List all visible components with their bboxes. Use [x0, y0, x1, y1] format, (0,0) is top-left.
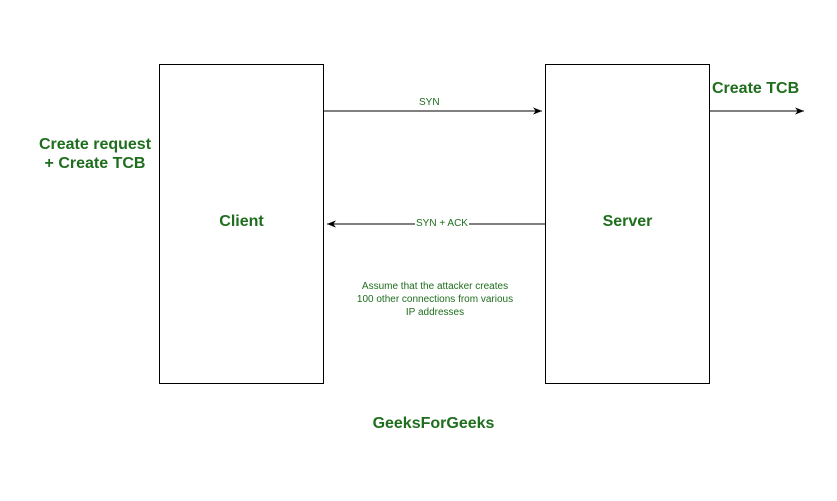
client-node: Client: [159, 64, 324, 384]
create-tcb-client-text: + Create TCB: [44, 155, 146, 172]
server-label: Server: [602, 213, 653, 230]
note-line-2: 100 other connections from various: [356, 294, 514, 305]
attacker-note: Assume that the attacker creates 100 oth…: [330, 280, 540, 319]
server-side-annotation: Create TCB: [712, 80, 800, 97]
client-side-annotation: Create request + Create TCB: [30, 135, 160, 173]
client-label: Client: [219, 213, 264, 230]
server-node: Server: [545, 64, 710, 384]
note-line-3: IP addresses: [405, 307, 465, 318]
note-line-1: Assume that the attacker creates: [361, 281, 509, 292]
syn-ack-label: SYN + ACK: [415, 218, 469, 230]
syn-label: SYN: [418, 97, 441, 109]
create-request-text: Create request: [38, 136, 152, 153]
watermark-text: GeeksForGeeks: [372, 415, 495, 432]
